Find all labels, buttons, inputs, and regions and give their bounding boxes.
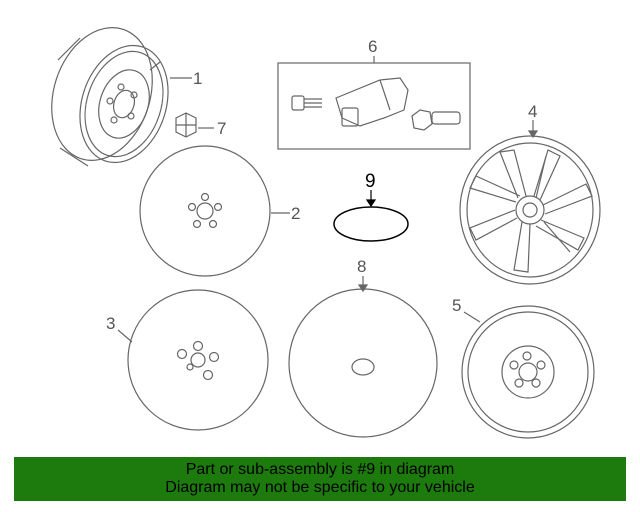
part-7-lug-nut[interactable] xyxy=(175,112,197,138)
part-8-cover[interactable] xyxy=(288,288,438,438)
part-9-ring[interactable] xyxy=(333,206,409,242)
part-6-tpms-sensor[interactable] xyxy=(291,77,461,131)
banner-line-1: Part or sub-assembly is #9 in diagram xyxy=(185,461,455,478)
banner-line-2: Diagram may not be specific to your vehi… xyxy=(165,479,475,496)
arrowhead-9 xyxy=(365,199,377,208)
callout-7: 7 xyxy=(217,119,226,138)
leader-5 xyxy=(463,311,481,323)
part-4-alloy-wheel[interactable] xyxy=(459,135,601,285)
info-banner: Part or sub-assembly is #9 in diagram Di… xyxy=(14,457,626,501)
callout-3: 3 xyxy=(106,314,115,333)
leader-3 xyxy=(117,329,133,343)
part-2-wheel-cover[interactable] xyxy=(139,145,271,277)
callout-8: 8 xyxy=(357,257,366,276)
callout-5: 5 xyxy=(452,296,461,315)
callout-4: 4 xyxy=(528,102,537,121)
part-3-wheel-cover[interactable] xyxy=(127,289,269,431)
part-6-group-box xyxy=(277,62,471,150)
part-1-steel-wheel[interactable] xyxy=(35,14,182,174)
callout-1: 1 xyxy=(193,69,202,88)
callout-2: 2 xyxy=(291,204,300,223)
arrowhead-8 xyxy=(357,284,369,293)
arrowhead-4 xyxy=(527,130,539,139)
part-5-spare-wheel[interactable] xyxy=(461,305,595,439)
callout-6: 6 xyxy=(368,37,377,56)
callout-9: 9 xyxy=(365,171,376,192)
